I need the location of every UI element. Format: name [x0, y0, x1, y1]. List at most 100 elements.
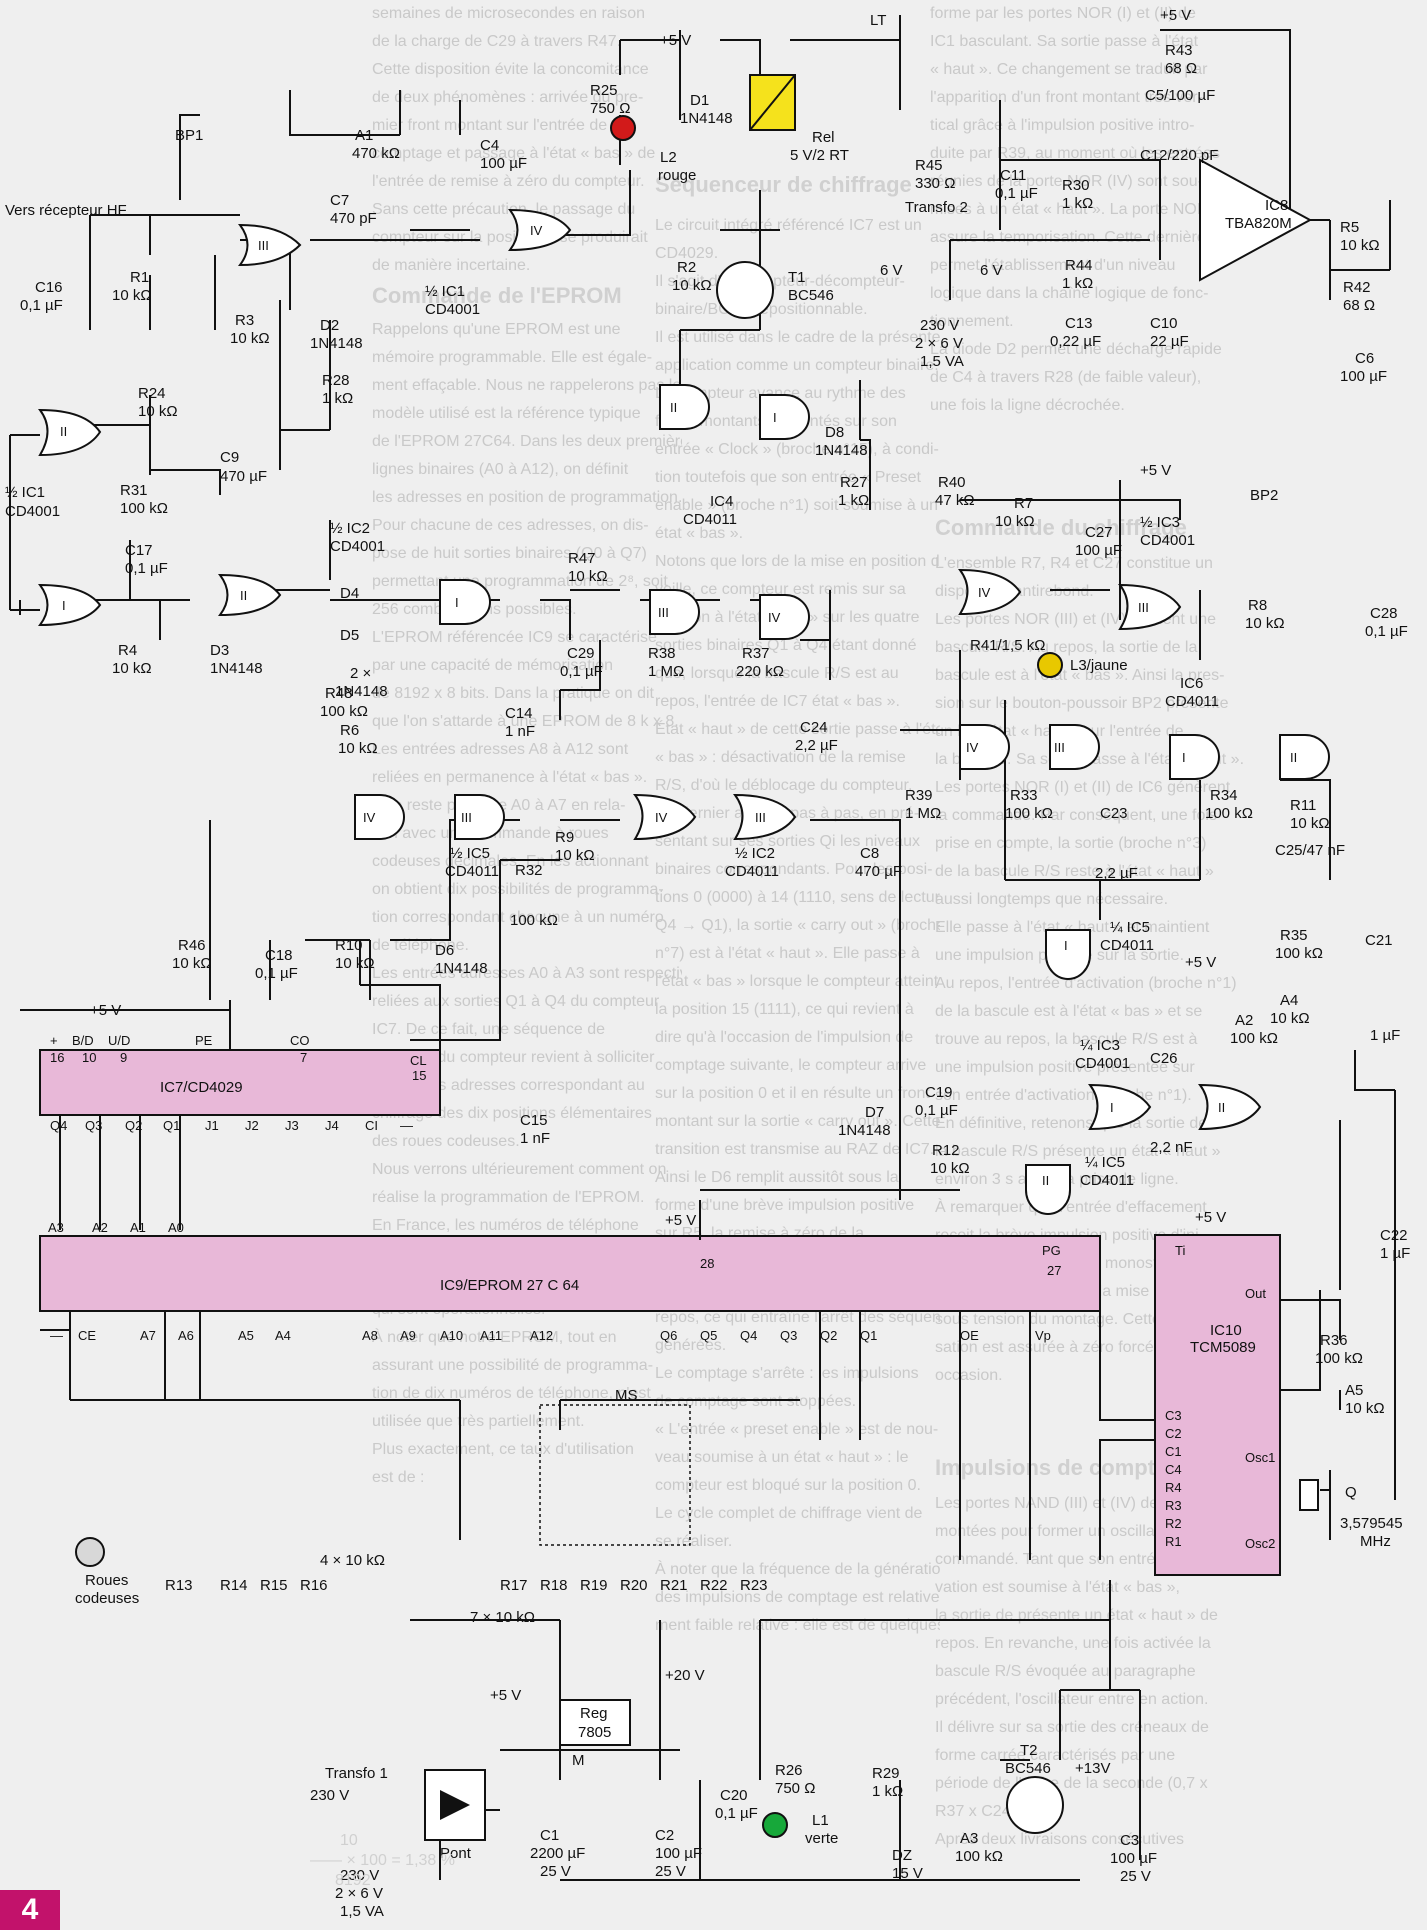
- article-line: n°7) est à l'état « haut ». Elle passe à: [655, 945, 920, 962]
- gate-ic3-I: I: [1088, 1083, 1152, 1131]
- svg-text:CD4001: CD4001: [5, 503, 60, 520]
- article-line: tion de dix numéros de téléphone, n'est: [372, 1385, 651, 1402]
- svg-text:6 V: 6 V: [880, 262, 903, 279]
- heading-sequenceur: Séquenceur de chiffrage: [655, 172, 912, 197]
- article-line: assure la temporisation. Cette dernière: [930, 229, 1206, 246]
- svg-text:CD4011: CD4011: [1100, 937, 1154, 954]
- svg-text:R30: R30: [1062, 177, 1090, 194]
- svg-text:10 kΩ: 10 kΩ: [112, 287, 152, 304]
- svg-text:1N4148: 1N4148: [210, 660, 263, 677]
- article-line: codeuses décimales. En les actionnant: [372, 853, 649, 870]
- svg-text:10 kΩ: 10 kΩ: [138, 403, 178, 420]
- article-line: À remarquer que l'entrée d'effacement: [935, 1199, 1207, 1216]
- svg-text:Q: Q: [1345, 1484, 1357, 1501]
- svg-text:16: 16: [50, 1050, 64, 1065]
- ic10-pin-labels: C3 C2 C1 C4 R4 R3 R2 R1 Osc1 Osc2 Ti Out: [1165, 1243, 1275, 1551]
- svg-text:750 Ω: 750 Ω: [775, 1780, 815, 1797]
- article-line: La diode D2 permet une décharge rapide: [930, 341, 1222, 358]
- article-line: la position 15 (1111), ce qui revient à: [655, 1001, 914, 1018]
- svg-text:C13: C13: [1065, 315, 1093, 332]
- gate-ic2-III: III: [733, 793, 797, 841]
- article-line: repos, ce qui entraîne l'arrêt des séque…: [655, 1309, 940, 1326]
- svg-text:2,2 µF: 2,2 µF: [795, 737, 838, 754]
- article-line: que, lorsque la bascule R/S est au: [655, 665, 899, 682]
- svg-text:+: +: [50, 1033, 58, 1048]
- gate-ic5-III: III: [454, 794, 505, 840]
- article-line: repos, l'entrée de IC7 état « bas ».: [655, 693, 900, 710]
- svg-text:C24: C24: [800, 719, 828, 736]
- rotary-switch: [75, 1537, 105, 1567]
- svg-text:MHz: MHz: [1360, 1533, 1391, 1550]
- svg-text:BC546: BC546: [788, 287, 834, 304]
- svg-text:I: I: [773, 410, 777, 425]
- heading-eprom: Commande de l'EPROM: [372, 283, 622, 308]
- svg-text:+5 V: +5 V: [1185, 954, 1216, 971]
- article-line: vation est soumise à l'état « bas »,: [935, 1579, 1180, 1596]
- crystal: [1299, 1479, 1319, 1511]
- svg-text:A1: A1: [355, 127, 373, 144]
- svg-text:C14: C14: [505, 705, 533, 722]
- gate-ic1-IV: IV: [508, 208, 572, 252]
- gate-ic6-II: II: [1279, 734, 1330, 780]
- svg-text:R35: R35: [1280, 927, 1308, 944]
- svg-text:I: I: [1182, 750, 1186, 765]
- svg-text:1 kΩ: 1 kΩ: [322, 390, 353, 407]
- article-line: Le cycle complet de chiffrage vient de: [655, 1505, 923, 1522]
- article-line: l'apparition d'un front montant très ver…: [930, 89, 1203, 106]
- svg-text:½ IC1: ½ IC1: [5, 484, 45, 501]
- svg-text:C8: C8: [860, 845, 879, 862]
- gate-ic5-I: I: [1045, 929, 1091, 980]
- svg-text:+5 V: +5 V: [1195, 1209, 1226, 1226]
- svg-text:T2: T2: [1020, 1742, 1038, 1759]
- svg-text:R2: R2: [1165, 1516, 1182, 1531]
- svg-text:Vp: Vp: [1035, 1328, 1051, 1343]
- dip-switch-ms: [539, 1404, 691, 1546]
- article-line: bascule R/S évoquée au paragraphe: [935, 1663, 1196, 1680]
- article-line: de l'EPROM 27C64. Dans les deux première…: [372, 433, 682, 450]
- svg-text:1N4148: 1N4148: [335, 683, 388, 700]
- bridge-pont: [424, 1769, 486, 1841]
- ic10-type: TCM5089: [1190, 1339, 1256, 1356]
- article-line: Les entrées adresses A0 à A3 sont respec…: [372, 965, 682, 982]
- svg-text:½ IC1: ½ IC1: [425, 283, 465, 300]
- article-line: Les portes NOR (I) et (II) de IC6 génère…: [935, 779, 1231, 796]
- amp-ic8: [1199, 158, 1313, 282]
- svg-text:3,579545: 3,579545: [1340, 1515, 1403, 1532]
- heading-commande: Commande du chiffrage: [935, 515, 1187, 540]
- svg-text:2 × 6 V: 2 × 6 V: [915, 335, 963, 352]
- svg-text:CO: CO: [290, 1033, 310, 1048]
- svg-text:DZ: DZ: [892, 1847, 912, 1864]
- svg-text:J3: J3: [285, 1118, 299, 1133]
- svg-text:0,22 µF: 0,22 µF: [1050, 333, 1101, 350]
- svg-text:J4: J4: [325, 1118, 339, 1133]
- svg-text:R34: R34: [1210, 787, 1238, 804]
- leds: [610, 115, 1063, 1838]
- svg-text:Roues: Roues: [85, 1572, 128, 1589]
- article-line: Les entrées adresses A8 à A12 sont: [372, 741, 629, 758]
- svg-text:IC6: IC6: [1180, 675, 1203, 692]
- svg-text:2,2 nF: 2,2 nF: [1150, 1139, 1193, 1156]
- article-line: sorties binaires Q1 à Q4 étant donné: [655, 637, 917, 654]
- article-line: une impulsion positive présentée sur: [935, 1059, 1195, 1076]
- svg-text:10 kΩ: 10 kΩ: [1290, 815, 1330, 832]
- svg-text:III: III: [1054, 740, 1065, 755]
- svg-text:R28: R28: [322, 372, 350, 389]
- svg-text:C22: C22: [1380, 1227, 1408, 1244]
- svg-text:B/D: B/D: [72, 1033, 94, 1048]
- svg-text:10 kΩ: 10 kΩ: [568, 568, 608, 585]
- svg-text:T1: T1: [788, 269, 806, 286]
- svg-text:Q3: Q3: [85, 1118, 102, 1133]
- svg-text:R48: R48: [325, 685, 353, 702]
- svg-text:C6: C6: [1355, 350, 1374, 367]
- svg-text:230 V: 230 V: [920, 317, 959, 334]
- svg-text:1 nF: 1 nF: [520, 1130, 550, 1147]
- article-line: réunies de la porte NOR (IV) sont sou-: [930, 173, 1204, 190]
- article-line: L'ensemble R7, R4 et C27 constitue un: [935, 555, 1213, 572]
- svg-text:25 V: 25 V: [1120, 1868, 1151, 1885]
- article-line: assurant une possibilité de programma-: [372, 1357, 654, 1374]
- gate-ic4-II: II: [659, 384, 710, 430]
- svg-text:R3: R3: [1165, 1498, 1182, 1513]
- svg-text:I: I: [1110, 1100, 1114, 1115]
